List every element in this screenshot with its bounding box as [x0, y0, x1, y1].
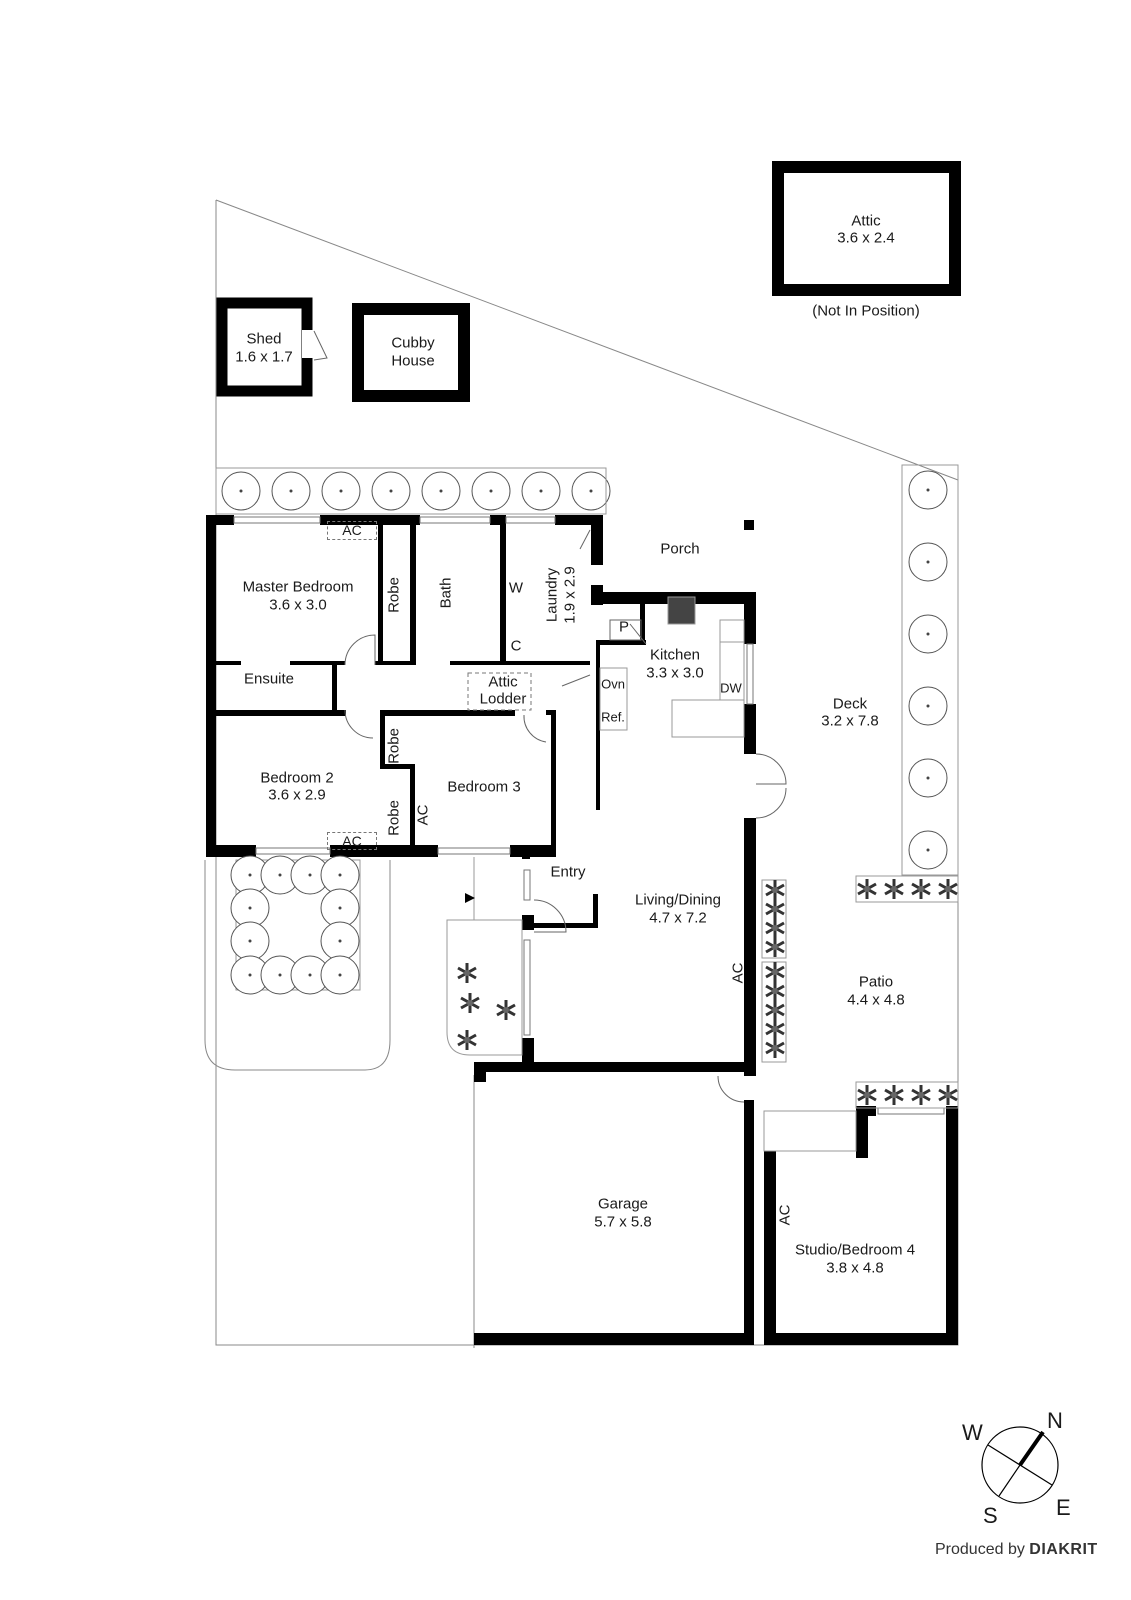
- ac-master: AC: [327, 521, 377, 540]
- compass-s: S: [983, 1503, 998, 1528]
- compass-e: E: [1056, 1495, 1071, 1520]
- attic-outline: [772, 161, 961, 296]
- shed-name: Shed: [246, 330, 282, 348]
- compass-n: N: [1047, 1408, 1063, 1433]
- bedroom3-name: Bedroom 3: [447, 778, 521, 796]
- bedroom2-name: Bedroom 2: [260, 769, 334, 787]
- patio-name: Patio: [858, 973, 894, 991]
- deck-name: Deck: [832, 695, 868, 713]
- producer-credit: Produced by DIAKRIT: [935, 1541, 1098, 1559]
- credit-brand: DIAKRIT: [1029, 1541, 1098, 1558]
- patio-size: 4.4 x 4.8: [847, 991, 905, 1009]
- compass-w: W: [962, 1420, 983, 1445]
- garage-size: 5.7 x 5.8: [594, 1213, 652, 1231]
- walls: [206, 515, 958, 1345]
- attic-lodder-line1: Attic: [488, 673, 518, 691]
- cubby-name: Cubby: [391, 334, 435, 352]
- ac-studio: AC: [776, 1204, 794, 1226]
- credit-prefix: Produced by: [935, 1541, 1025, 1558]
- kitchen-name: Kitchen: [649, 646, 701, 664]
- porch-label: Porch: [660, 540, 700, 558]
- living-dining-size: 4.7 x 7.2: [649, 909, 707, 927]
- front-garden-trees: [230, 855, 360, 995]
- ensuite-label: Ensuite: [243, 670, 295, 688]
- kitchen-size: 3.3 x 3.0: [646, 664, 704, 682]
- deck-size: 3.2 x 7.8: [821, 712, 879, 730]
- fridge-label: Ref.: [601, 709, 625, 725]
- attic-size: 3.6 x 2.4: [837, 229, 895, 247]
- tree-row-top: [221, 471, 611, 511]
- master-bedroom-name: Master Bedroom: [242, 578, 354, 596]
- cubby-name2: House: [391, 352, 435, 370]
- attic-lodder-line2: Lodder: [479, 690, 527, 708]
- compass-icon: [981, 1426, 1059, 1504]
- ac-bedroom2: AC: [327, 832, 377, 850]
- shed-size: 1.6 x 1.7: [235, 348, 293, 366]
- laundry-w: W: [508, 579, 524, 597]
- entry-label: Entry: [550, 863, 586, 881]
- laundry-size: 1.9 x 2.9: [561, 566, 579, 624]
- master-bedroom-size: 3.6 x 3.0: [269, 596, 327, 614]
- garage-name: Garage: [597, 1195, 649, 1213]
- studio-size: 3.8 x 4.8: [826, 1259, 884, 1277]
- dishwasher-label: DW: [720, 680, 742, 696]
- laundry-name: Laundry: [543, 567, 561, 623]
- cubby-outline: [352, 303, 470, 402]
- attic-note: (Not In Position): [812, 302, 920, 320]
- tree-column-right: [908, 470, 948, 870]
- pantry-label: P: [618, 618, 630, 636]
- laundry-c: C: [510, 637, 522, 655]
- attic-name: Attic: [851, 212, 881, 230]
- studio-name: Studio/Bedroom 4: [794, 1241, 916, 1259]
- ac-bedroom3: AC: [414, 804, 432, 826]
- living-dining-name: Living/Dining: [635, 891, 721, 909]
- robe-bedroom2: Robe: [385, 728, 403, 764]
- bedroom2-size: 3.6 x 2.9: [268, 786, 326, 804]
- bath-label: Bath: [437, 577, 455, 609]
- ac-living: AC: [729, 962, 747, 984]
- robe-master: Robe: [385, 577, 403, 613]
- robe-bedroom3: Robe: [385, 800, 403, 836]
- oven-label: Ovn: [601, 676, 625, 692]
